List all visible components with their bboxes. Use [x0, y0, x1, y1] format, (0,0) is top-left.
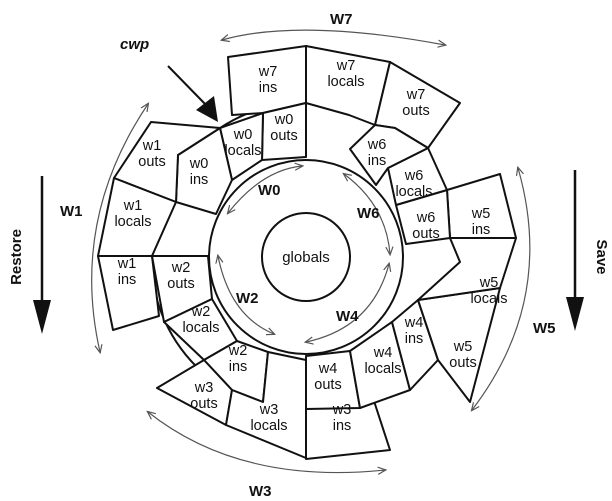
window-arcs — [91, 29, 531, 473]
cell-label-window: w0 — [233, 127, 253, 143]
cell-label-window: w6 — [416, 210, 436, 226]
window-label-w4: W4 — [336, 308, 359, 325]
globals-label: globals — [282, 249, 330, 266]
arc-w5 — [472, 168, 531, 410]
restore-label: Restore — [8, 229, 25, 285]
window-label-w1: W1 — [60, 203, 83, 220]
cell-label-window: w4 — [373, 345, 393, 361]
cell-label-window: w5 — [479, 275, 499, 291]
cell-label-kind: locals — [327, 74, 364, 90]
cell-label-kind: outs — [412, 226, 439, 242]
cell-label-kind: locals — [114, 214, 151, 230]
cwp-label: cwp — [120, 36, 149, 53]
cell-label-kind: ins — [472, 222, 491, 238]
cell-label-window: w7 — [336, 58, 356, 74]
cell-label-window: w7 — [406, 87, 426, 103]
cell-label-window: w5 — [471, 206, 491, 222]
window-label-w6: W6 — [357, 205, 380, 222]
window-label-w3: W3 — [249, 483, 272, 500]
cell-label-kind: ins — [190, 172, 209, 188]
arc-w6 — [344, 174, 390, 254]
cell-label-kind: locals — [250, 418, 287, 434]
cell-label-kind: ins — [229, 359, 248, 375]
cell-label-window: w5 — [453, 339, 473, 355]
window-label-w2: W2 — [236, 290, 259, 307]
cell-label-kind: ins — [333, 418, 352, 434]
cell-label-window: w2 — [191, 304, 211, 320]
cell-label-window: w6 — [404, 168, 424, 184]
cell-label-kind: locals — [364, 361, 401, 377]
cell-label-window: w1 — [117, 256, 137, 272]
cell-label-kind: outs — [270, 128, 297, 144]
cell-label-kind: outs — [402, 103, 429, 119]
arc-w3 — [148, 412, 385, 473]
restore-arrow — [33, 176, 51, 334]
cell-w7-locals — [305, 45, 391, 126]
cell-label-kind: ins — [368, 153, 387, 169]
cell-label-kind: ins — [405, 331, 424, 347]
cell-label-window: w3 — [194, 380, 214, 396]
cell-label-kind: locals — [224, 143, 261, 159]
cell-label-kind: locals — [395, 184, 432, 200]
cell-label-window: w0 — [189, 156, 209, 172]
cell-label-kind: ins — [259, 80, 278, 96]
cell-label-kind: outs — [138, 154, 165, 170]
cell-label-window: w4 — [404, 315, 424, 331]
cell-label-window: w3 — [259, 402, 279, 418]
window-label-w7: W7 — [330, 11, 353, 28]
window-label-w5: W5 — [533, 320, 556, 337]
cell-label-kind: locals — [182, 320, 219, 336]
cell-label-kind: outs — [314, 377, 341, 393]
cell-label-window: w3 — [332, 402, 352, 418]
arc-w1 — [91, 104, 148, 352]
cell-label-kind: locals — [470, 291, 507, 307]
arc-w0 — [228, 166, 302, 213]
arc-w4 — [306, 264, 389, 342]
cell-label-window: w4 — [318, 361, 338, 377]
arc-w7 — [222, 29, 445, 45]
cell-label-window: w7 — [258, 64, 278, 80]
cell-label-window: w0 — [274, 112, 294, 128]
cell-label-window: w2 — [228, 343, 248, 359]
inner-window-arcs — [218, 166, 390, 342]
cwp-arrow — [167, 65, 218, 122]
cell-label-kind: outs — [190, 396, 217, 412]
arc-w2 — [218, 256, 274, 334]
cell-label-window: w2 — [171, 260, 191, 276]
cell-label-window: w1 — [123, 198, 143, 214]
cell-label-kind: outs — [449, 355, 476, 371]
save-arrow — [566, 170, 584, 331]
window-label-w0: W0 — [258, 182, 281, 199]
cell-label-window: w6 — [367, 137, 387, 153]
save-label: Save — [593, 239, 610, 274]
cell-label-kind: outs — [167, 276, 194, 292]
cell-label-window: w1 — [142, 138, 162, 154]
cell-label-kind: ins — [118, 272, 137, 288]
